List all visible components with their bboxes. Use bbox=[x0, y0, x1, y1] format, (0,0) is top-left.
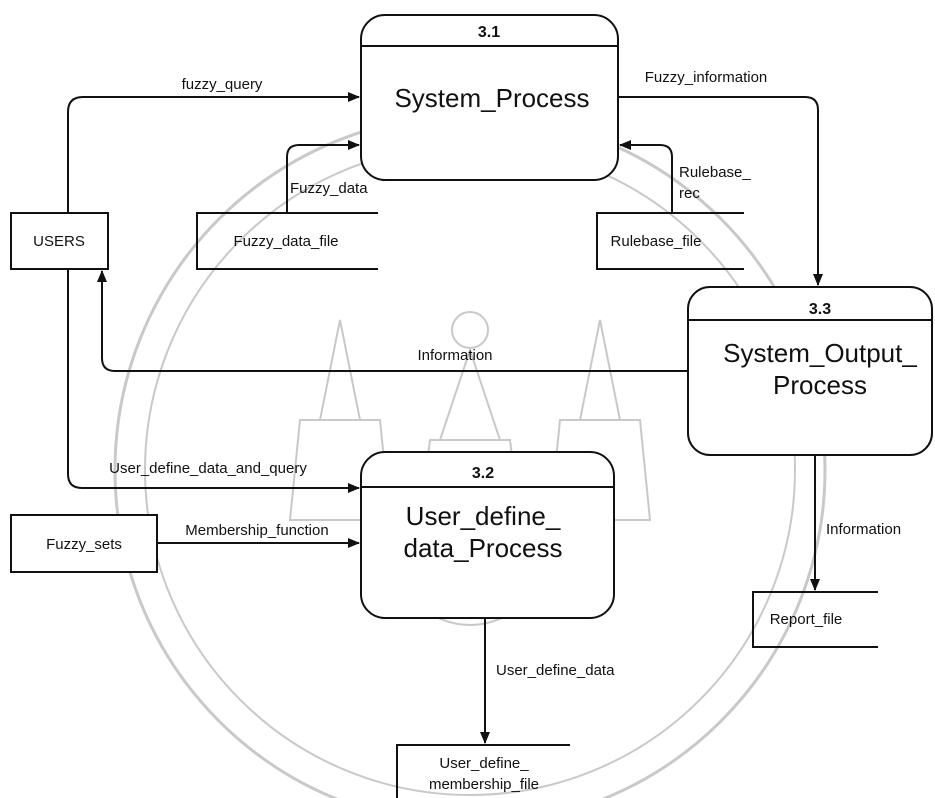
flow-information-report-label: Information bbox=[826, 521, 901, 538]
store-fuzzy-data-file-label: Fuzzy_data_file bbox=[233, 233, 338, 250]
flow-user-define-data: User_define_data bbox=[480, 618, 615, 744]
store-rulebase-file: Rulebase_file bbox=[596, 212, 744, 270]
store-fuzzy-data-file: Fuzzy_data_file bbox=[196, 212, 378, 270]
flow-membership-function-label: Membership_function bbox=[185, 522, 328, 539]
flow-fuzzy-information-label: Fuzzy_information bbox=[645, 69, 768, 86]
flow-fuzzy-data: Fuzzy_data bbox=[286, 140, 368, 213]
store-report-file-label: Report_file bbox=[770, 611, 843, 628]
flow-rulebase-rec: Rulebase_ rec bbox=[619, 140, 751, 213]
process-3-2-name-line2: data_Process bbox=[404, 533, 563, 563]
flow-fuzzy-query-label: fuzzy_query bbox=[182, 76, 263, 93]
flow-information-to-report: Information bbox=[810, 455, 901, 591]
flow-user-define-data-and-query: User_define_data_and_query bbox=[67, 269, 360, 493]
flow-membership-function: Membership_function bbox=[157, 522, 360, 548]
flow-rulebase-rec-label-line2: rec bbox=[679, 185, 700, 202]
process-3-1-number: 3.1 bbox=[478, 24, 500, 41]
flow-fuzzy-data-label: Fuzzy_data bbox=[290, 180, 368, 197]
flow-user-define-data-label: User_define_data bbox=[496, 662, 615, 679]
flow-information-users-label: Information bbox=[417, 347, 492, 364]
flow-user-define-data-and-query-label: User_define_data_and_query bbox=[109, 460, 307, 477]
process-3-1: 3.1 System_Process bbox=[360, 14, 619, 181]
process-3-3-name-line2: Process bbox=[773, 370, 867, 400]
store-membership-label-line1: User_define_ bbox=[439, 755, 529, 772]
process-3-3-name-line1: System_Output_ bbox=[723, 338, 917, 368]
process-3-2-number: 3.2 bbox=[472, 465, 494, 482]
process-3-2: 3.2 User_define_ data_Process bbox=[360, 451, 615, 619]
store-user-define-membership-file: User_define_ membership_file bbox=[396, 744, 570, 798]
flow-fuzzy-query: fuzzy_query bbox=[67, 76, 360, 213]
entity-fuzzy-sets-label: Fuzzy_sets bbox=[46, 536, 122, 553]
process-3-3: 3.3 System_Output_ Process bbox=[687, 286, 933, 456]
entity-fuzzy-sets: Fuzzy_sets bbox=[10, 514, 158, 573]
flow-rulebase-rec-label-line1: Rulebase_ bbox=[679, 164, 751, 181]
store-rulebase-file-label: Rulebase_file bbox=[611, 233, 702, 250]
store-membership-label-line2: membership_file bbox=[429, 776, 539, 793]
process-3-2-name-line1: User_define_ bbox=[406, 501, 561, 531]
entity-users: USERS bbox=[10, 212, 109, 270]
flow-information-to-users: Information bbox=[97, 270, 688, 372]
process-3-1-name: System_Process bbox=[394, 83, 589, 113]
process-3-3-number: 3.3 bbox=[809, 301, 831, 318]
store-report-file: Report_file bbox=[752, 591, 878, 648]
flow-fuzzy-information: Fuzzy_information bbox=[618, 69, 823, 286]
entity-users-label: USERS bbox=[33, 233, 85, 250]
